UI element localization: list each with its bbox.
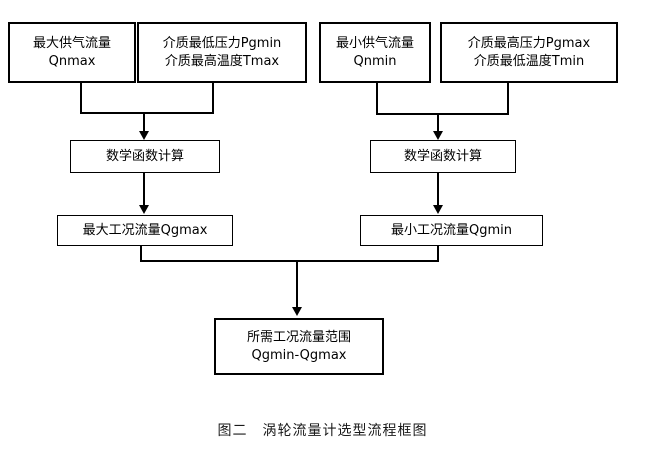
connector-qgmax-down (140, 246, 142, 262)
node-medium-min-pressure-max-temp-line2: 介质最高温度Tmax (164, 53, 280, 69)
connector-left-merge-bar (80, 112, 214, 114)
connector-left-merge-stem (143, 112, 145, 132)
connector-bottom-merge-stem (296, 260, 298, 308)
node-math-function-right: 数学函数计算 (370, 140, 516, 173)
connector-left-merge-arrowhead (139, 131, 149, 140)
node-medium-max-pressure-min-temp-line2: 介质最低温度Tmin (473, 53, 585, 69)
node-qgmin-label: 最小工况流量Qgmin (391, 222, 512, 238)
connector-math-left-to-qgmax (143, 173, 145, 206)
figure-caption: 图二 涡轮流量计选型流程框图 (217, 423, 428, 439)
node-min-supply-flow: 最小供气流量 Qnmin (319, 22, 431, 83)
node-math-function-right-label: 数学函数计算 (403, 148, 482, 164)
connector-bottom-merge-bar (140, 260, 439, 262)
connector-min-supply-flow-down (376, 83, 378, 114)
node-medium-max-pressure-min-temp: 介质最高压力Pgmax 介质最低温度Tmin (440, 22, 618, 83)
node-medium-max-pressure-min-temp-line1: 介质最高压力Pgmax (467, 35, 591, 51)
node-qgmin: 最小工况流量Qgmin (360, 215, 543, 246)
connector-medium-max-pressure-down (507, 83, 509, 114)
node-qgmax: 最大工况流量Qgmax (57, 215, 233, 246)
node-min-supply-flow-line2: Qnmin (353, 53, 397, 69)
connector-right-merge-bar (376, 113, 509, 115)
node-max-supply-flow-line1: 最大供气流量 (32, 35, 111, 51)
connector-bottom-merge-arrowhead (292, 307, 302, 316)
node-math-function-left-label: 数学函数计算 (105, 148, 184, 164)
node-max-supply-flow-line2: Qnmax (48, 53, 96, 69)
node-medium-min-pressure-max-temp-line1: 介质最低压力Pgmin (162, 35, 282, 51)
connector-math-right-to-qgmin (437, 173, 439, 206)
node-min-supply-flow-line1: 最小供气流量 (335, 35, 414, 51)
connector-math-left-to-qgmax-arrowhead (139, 205, 149, 214)
node-required-range-line1: 所需工况流量范围 (246, 329, 351, 345)
node-max-supply-flow: 最大供气流量 Qnmax (8, 22, 136, 83)
connector-max-supply-flow-down (80, 83, 82, 113)
connector-right-merge-stem (437, 113, 439, 132)
connector-math-right-to-qgmin-arrowhead (433, 205, 443, 214)
node-required-range: 所需工况流量范围 Qgmin-Qgmax (214, 318, 384, 375)
connector-medium-min-pressure-down (212, 83, 214, 113)
node-qgmax-label: 最大工况流量Qgmax (82, 222, 208, 238)
node-math-function-left: 数学函数计算 (70, 140, 220, 173)
node-required-range-line2: Qgmin-Qgmax (251, 347, 347, 363)
connector-right-merge-arrowhead (433, 131, 443, 140)
node-medium-min-pressure-max-temp: 介质最低压力Pgmin 介质最高温度Tmax (137, 22, 307, 83)
connector-qgmin-down (437, 246, 439, 262)
